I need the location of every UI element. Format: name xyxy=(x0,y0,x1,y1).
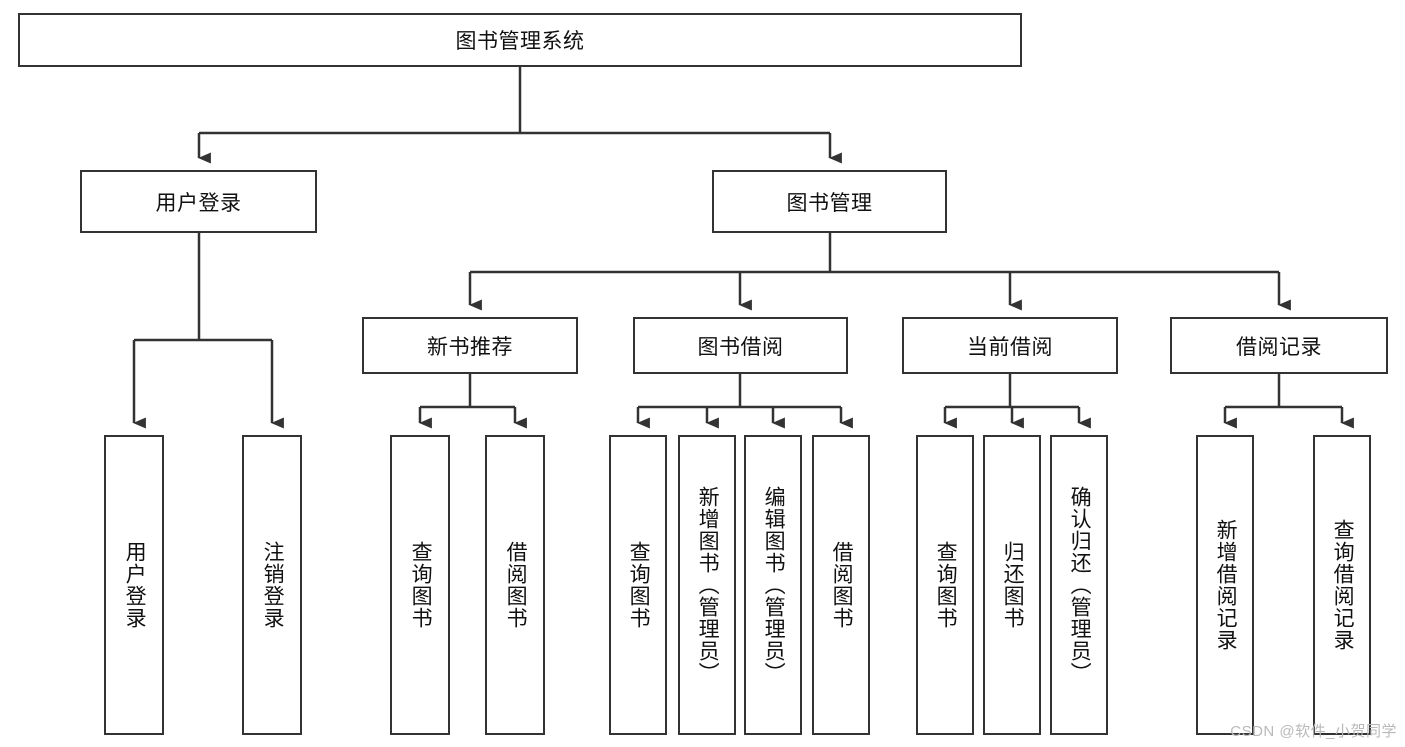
node-borrow-record-label: 借阅记录 xyxy=(1236,335,1322,359)
node-user-login-label: 用户登录 xyxy=(155,191,242,215)
node-leaf-query-borrow-record[interactable]: 查询借阅记录 xyxy=(1313,435,1371,735)
node-leaf-label: 借阅图书 xyxy=(504,541,528,629)
node-leaf-label: 新增借阅记录 xyxy=(1214,519,1238,651)
node-leaf-borrow-book-bb[interactable]: 借阅图书 xyxy=(812,435,870,735)
watermark-credit: CSDN @软件_小贺同学 xyxy=(1230,723,1397,740)
node-current-borrow[interactable]: 当前借阅 xyxy=(902,317,1118,374)
node-leaf-user-login[interactable]: 用户登录 xyxy=(104,435,164,735)
node-borrow-record[interactable]: 借阅记录 xyxy=(1170,317,1388,374)
node-book-borrow[interactable]: 图书借阅 xyxy=(633,317,848,374)
node-book-borrow-label: 图书借阅 xyxy=(697,335,784,359)
node-leaf-label: 借阅图书 xyxy=(830,541,854,629)
node-root-label: 图书管理系统 xyxy=(455,30,585,53)
node-book-management-label: 图书管理 xyxy=(786,191,873,215)
node-leaf-query-book-nb[interactable]: 查询图书 xyxy=(390,435,450,735)
node-leaf-label: 确认归还（管理员） xyxy=(1068,486,1092,684)
node-leaf-return-book[interactable]: 归还图书 xyxy=(983,435,1041,735)
node-leaf-edit-book-admin[interactable]: 编辑图书（管理员） xyxy=(744,435,802,735)
node-new-book-recommend-label: 新书推荐 xyxy=(427,335,513,359)
node-leaf-label: 注销登录 xyxy=(261,541,285,629)
node-leaf-label: 查询图书 xyxy=(627,541,651,629)
node-leaf-label: 新增图书（管理员） xyxy=(696,486,720,684)
node-leaf-borrow-book-nb[interactable]: 借阅图书 xyxy=(485,435,545,735)
node-leaf-query-book-bb[interactable]: 查询图书 xyxy=(609,435,667,735)
node-leaf-label: 归还图书 xyxy=(1001,541,1025,629)
node-leaf-confirm-return-admin[interactable]: 确认归还（管理员） xyxy=(1050,435,1108,735)
node-leaf-add-book-admin[interactable]: 新增图书（管理员） xyxy=(678,435,736,735)
node-leaf-add-borrow-record[interactable]: 新增借阅记录 xyxy=(1196,435,1254,735)
node-leaf-label: 查询图书 xyxy=(934,541,958,629)
node-leaf-query-book-cb[interactable]: 查询图书 xyxy=(916,435,974,735)
node-new-book-recommend[interactable]: 新书推荐 xyxy=(362,317,578,374)
node-user-login[interactable]: 用户登录 xyxy=(80,170,317,233)
node-leaf-label: 查询借阅记录 xyxy=(1331,519,1355,651)
node-root-system[interactable]: 图书管理系统 xyxy=(18,13,1022,67)
node-leaf-label: 查询图书 xyxy=(409,541,433,629)
node-leaf-label: 编辑图书（管理员） xyxy=(762,486,786,684)
node-leaf-logout[interactable]: 注销登录 xyxy=(242,435,302,735)
node-current-borrow-label: 当前借阅 xyxy=(967,335,1053,359)
node-book-management[interactable]: 图书管理 xyxy=(712,170,947,233)
node-leaf-label: 用户登录 xyxy=(123,541,147,629)
